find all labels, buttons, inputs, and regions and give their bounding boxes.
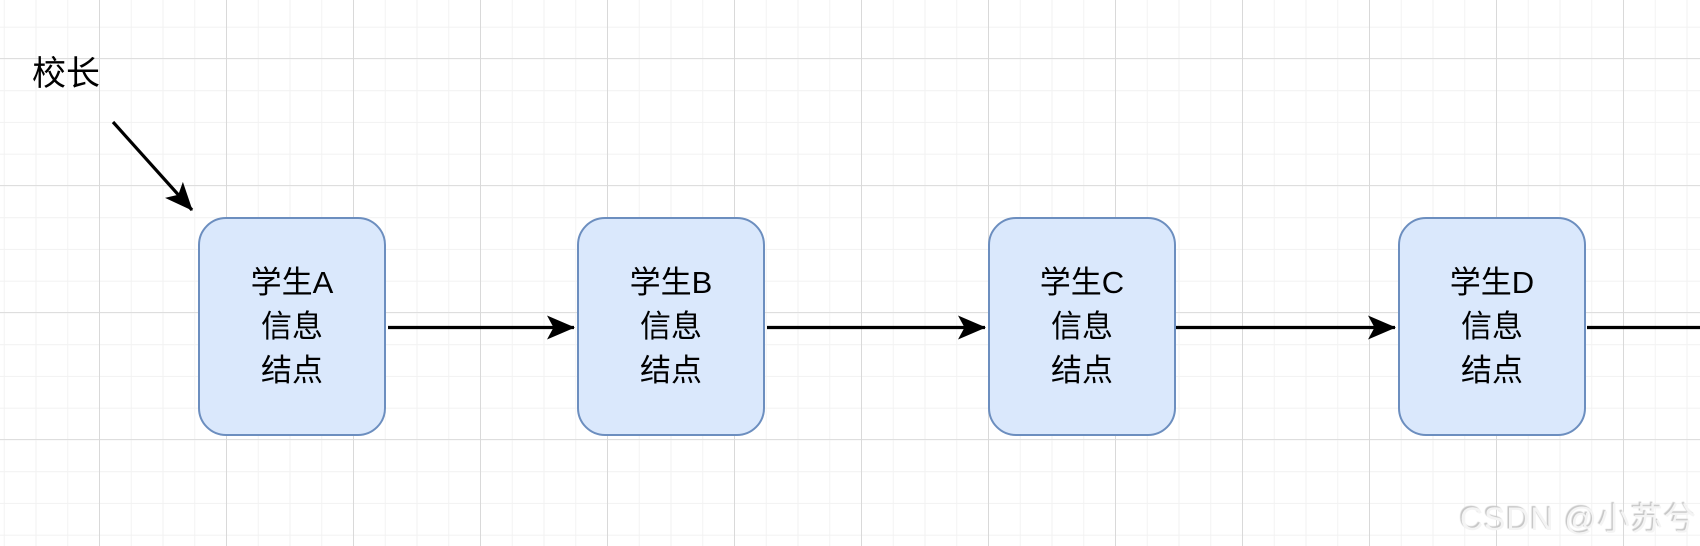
node-student-a: 学生A 信息 结点 [198, 217, 386, 436]
csdn-watermark: CSDN @小苏兮 [1459, 501, 1697, 537]
node-student-c: 学生C 信息 结点 [988, 217, 1176, 436]
node-student-b: 学生B 信息 结点 [577, 217, 765, 436]
principal-label: 校长 [32, 55, 100, 93]
edge-principal-to-a-arrow [111, 120, 194, 212]
node-student-d: 学生D 信息 结点 [1398, 217, 1586, 436]
